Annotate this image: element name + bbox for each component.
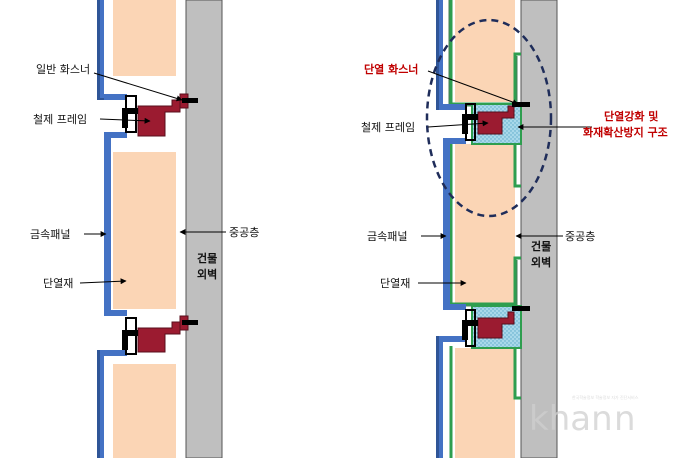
left-metal-panel bbox=[97, 0, 127, 458]
left-arrow-frame bbox=[99, 117, 151, 124]
watermark-tagline: 한국학술정보 학술정보 자가 진단서비스 bbox=[572, 394, 639, 400]
left-wall bbox=[185, 0, 223, 458]
left-steel-frame-top bbox=[122, 93, 189, 137]
right-diagram: 단열 화스너 단열강화 및 화재확산방지 구조 철제 프레임 금속패널 단열재 … bbox=[361, 0, 668, 458]
watermark: khan n 한국학술정보 학술정보 자가 진단서비스 bbox=[529, 394, 639, 439]
right-label-wall-1: 건물 bbox=[531, 239, 551, 253]
left-arrow-insulation bbox=[79, 278, 127, 285]
left-fastener-top bbox=[182, 98, 198, 103]
right-label-structure-2: 화재확산방지 구조 bbox=[583, 125, 668, 139]
right-fastener-top bbox=[512, 102, 530, 107]
right-steel-frame-top bbox=[462, 103, 515, 141]
right-steel-frame-bottom bbox=[462, 309, 515, 347]
right-label-frame: 철제 프레임 bbox=[361, 121, 415, 134]
right-insulation-top bbox=[455, 0, 515, 102]
right-arrow-frame bbox=[427, 120, 489, 128]
right-arrow-fastener bbox=[427, 70, 519, 105]
right-metal-panel bbox=[436, 0, 466, 458]
left-fastener-bottom bbox=[182, 320, 198, 325]
right-label-panel: 금속패널 bbox=[367, 230, 407, 243]
right-label-insulation: 단열재 bbox=[380, 277, 410, 290]
right-label-wall-2: 외벽 bbox=[531, 255, 551, 269]
right-label-structure-1: 단열강화 및 bbox=[604, 109, 658, 123]
right-insulation-bottom bbox=[455, 348, 515, 458]
right-fastener-bottom bbox=[512, 306, 530, 311]
right-insulation-mid bbox=[455, 144, 515, 304]
left-steel-frame-bottom bbox=[122, 315, 189, 355]
left-label-frame: 철제 프레임 bbox=[33, 113, 87, 126]
left-label-fastener: 일반 화스너 bbox=[36, 62, 90, 76]
watermark-brand: khan bbox=[529, 399, 613, 439]
left-label-cavity: 중공층 bbox=[229, 226, 259, 239]
right-highlight-ellipse bbox=[425, 18, 553, 218]
left-insulation-mid bbox=[113, 152, 176, 309]
left-label-wall-2: 외벽 bbox=[197, 267, 217, 281]
right-label-fastener: 단열 화스너 bbox=[364, 62, 418, 76]
left-label-wall-1: 건물 bbox=[197, 251, 217, 265]
left-label-insulation: 단열재 bbox=[43, 277, 73, 290]
watermark-suffix: n bbox=[614, 399, 636, 439]
right-label-cavity: 중공층 bbox=[565, 230, 595, 243]
left-diagram: 일반 화스너 철제 프레임 금속패널 단열재 중공층 건물 외벽 bbox=[30, 0, 259, 458]
right-wall bbox=[520, 0, 558, 458]
left-label-panel: 금속패널 bbox=[30, 228, 70, 241]
left-insulation-bottom bbox=[113, 364, 176, 458]
left-arrow-fastener bbox=[93, 72, 183, 102]
left-insulation-top bbox=[113, 0, 176, 76]
